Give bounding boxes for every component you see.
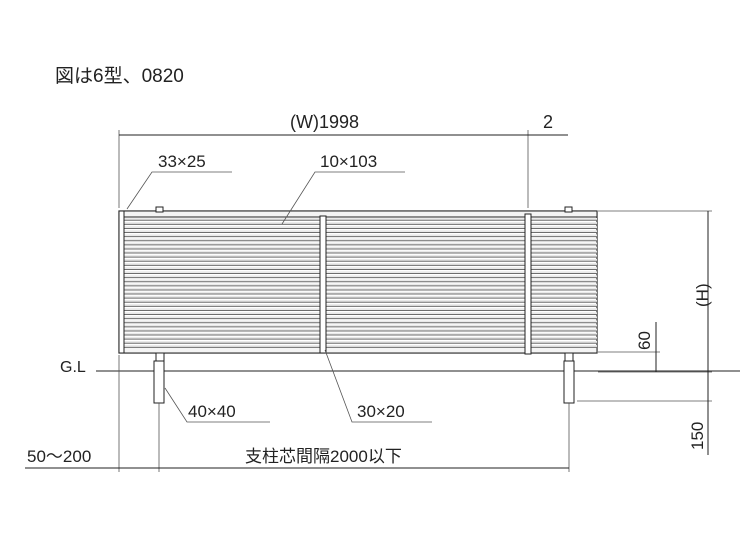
louver-slat <box>124 291 597 294</box>
louver-size-leader <box>281 171 405 225</box>
embed-depth-label: 150 <box>688 422 707 450</box>
post-stub-left <box>155 352 165 362</box>
louver-slat <box>124 341 597 344</box>
frame-size-label: 33×25 <box>158 152 206 171</box>
mid-post-size-label: 30×20 <box>357 402 405 421</box>
width-label: (W)1998 <box>290 112 359 132</box>
louver-slat <box>124 324 597 327</box>
louver-size-label: 10×103 <box>320 152 377 171</box>
louver-slats <box>124 218 597 348</box>
mid-post-size-leader <box>324 349 432 423</box>
louver-slat <box>124 304 597 307</box>
drawing-caption: 図は6型、0820 <box>55 65 184 87</box>
left-end-post <box>118 210 125 354</box>
ground-label: G.L <box>60 359 86 376</box>
louver-slat <box>124 230 597 233</box>
louver-slat <box>124 279 597 282</box>
frame-size-leader <box>126 171 232 210</box>
louver-slat <box>124 345 597 348</box>
gap-label: 2 <box>543 112 553 132</box>
post-cap-left <box>155 206 164 213</box>
height-label: (H) <box>693 283 712 307</box>
louver-slat <box>124 287 597 290</box>
louver-slat <box>124 320 597 323</box>
middle-post <box>319 215 327 354</box>
post-stub-right <box>564 352 574 362</box>
louver-slat <box>124 263 597 266</box>
louver-slat <box>124 254 597 257</box>
post-size-label: 40×40 <box>188 402 236 421</box>
clearance-label: 60 <box>635 331 654 350</box>
louver-slat <box>124 328 597 331</box>
louver-slat <box>124 250 597 253</box>
louver-slat <box>124 222 597 225</box>
louver-slat <box>124 271 597 274</box>
post-offset-label: 50〜200 <box>27 447 91 466</box>
foundation-post-right <box>563 360 575 404</box>
louver-slat <box>124 300 597 303</box>
louver-slat <box>124 316 597 319</box>
louver-slat <box>124 308 597 311</box>
louver-slat <box>124 283 597 286</box>
louver-slat <box>124 234 597 237</box>
joint-post <box>524 213 532 355</box>
louver-slat <box>124 332 597 335</box>
louver-slat <box>124 238 597 241</box>
louver-slat <box>124 246 597 249</box>
louver-slat <box>124 275 597 278</box>
louver-slat <box>124 242 597 245</box>
post-size-leader <box>164 387 270 423</box>
louver-slat <box>124 336 597 339</box>
fence-panel <box>118 206 598 362</box>
louver-slat <box>124 267 597 270</box>
louver-slat <box>124 259 597 262</box>
louver-slat <box>124 312 597 315</box>
louver-slat <box>124 295 597 298</box>
foundation-post-left <box>153 360 165 404</box>
louver-slat <box>124 226 597 229</box>
post-spacing-label: 支柱芯間隔2000以下 <box>245 447 402 466</box>
post-cap-right <box>564 206 573 213</box>
louver-slat <box>124 218 597 221</box>
